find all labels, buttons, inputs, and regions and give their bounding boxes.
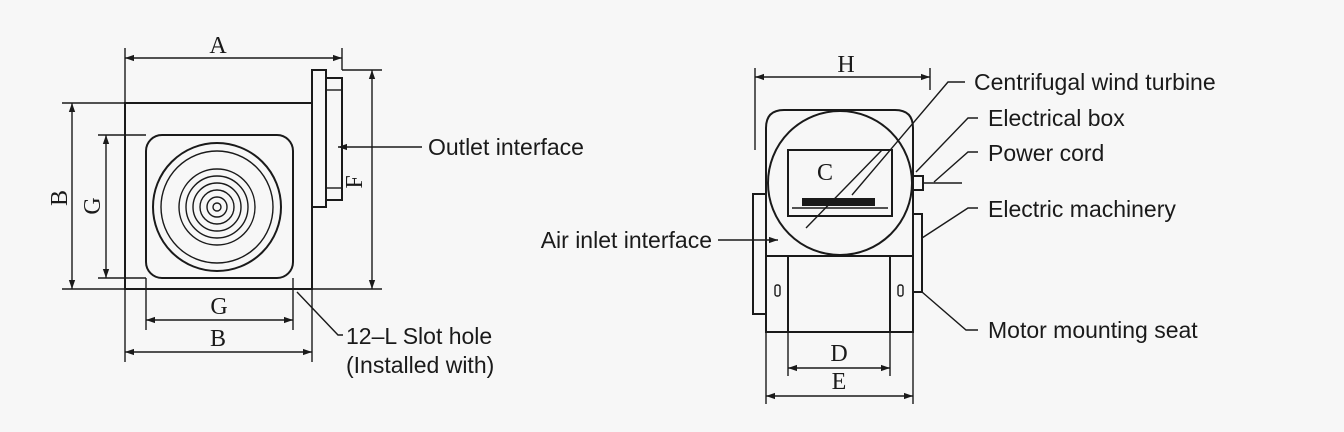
dimension-h: H (754, 52, 931, 150)
electrical-box (787, 149, 893, 217)
fan-inlet-circles (152, 142, 282, 272)
callout-centrifugal-wind-turbine: Centrifugal wind turbine (851, 69, 1216, 196)
dimension-g-horizontal: G (145, 278, 294, 330)
dim-label-g-vertical: G (80, 197, 106, 214)
callout-outlet-interface: Outlet interface (338, 134, 584, 160)
dim-label-b-vertical: B (47, 190, 73, 206)
dim-label-e: E (832, 369, 847, 395)
inlet-panel (145, 134, 294, 279)
dimension-b-vertical: B (47, 102, 125, 290)
electric-machinery-side (912, 213, 923, 293)
wind-turbine-circle (767, 110, 913, 256)
label-slot-hole-line1: 12–L Slot hole (346, 323, 492, 349)
dimension-e: E (765, 332, 914, 404)
dim-label-g-horizontal: G (210, 294, 227, 320)
dimension-g-vertical: G (80, 134, 146, 279)
dim-label-a: A (209, 33, 227, 59)
side-view: C H D E (541, 52, 1216, 404)
label-electrical-box: Electrical box (988, 105, 1125, 131)
label-air-inlet-interface: Air inlet interface (541, 227, 712, 253)
power-cord-stub (912, 175, 924, 191)
label-slot-hole-line2: (Installed with) (346, 352, 494, 378)
dimension-b-horizontal: B (124, 289, 313, 362)
callout-electrical-box: Electrical box (915, 105, 1125, 173)
dim-label-f: F (342, 175, 368, 188)
dimension-d: D (787, 332, 891, 376)
label-outlet-interface: Outlet interface (428, 134, 584, 160)
label-power-cord: Power cord (988, 140, 1104, 166)
dimension-a: A (124, 33, 343, 103)
slot-left (774, 284, 781, 297)
front-view: A B G F G (47, 33, 584, 378)
dim-label-h: H (837, 52, 854, 78)
callout-power-cord: Power cord (933, 140, 1104, 183)
callout-air-inlet-interface: Air inlet interface (541, 227, 778, 253)
outlet-flange-outer (325, 77, 343, 201)
label-motor-mounting-seat: Motor mounting seat (988, 317, 1198, 343)
dim-label-d: D (830, 341, 847, 367)
inlet-plate (752, 193, 767, 315)
outlet-flange-inner (311, 69, 327, 208)
callout-electric-machinery: Electric machinery (921, 196, 1176, 239)
motor-base (787, 255, 891, 333)
slot-right (897, 284, 904, 297)
dim-label-b-horizontal: B (210, 326, 226, 352)
label-electric-machinery: Electric machinery (988, 196, 1176, 222)
dim-label-c: C (817, 160, 833, 186)
callout-slot-hole: 12–L Slot hole (Installed with) (296, 291, 494, 378)
callout-motor-mounting-seat: Motor mounting seat (921, 291, 1198, 343)
impeller-bar (802, 198, 875, 206)
label-centrifugal-wind-turbine: Centrifugal wind turbine (974, 69, 1216, 95)
dimension-f: F (312, 69, 382, 290)
